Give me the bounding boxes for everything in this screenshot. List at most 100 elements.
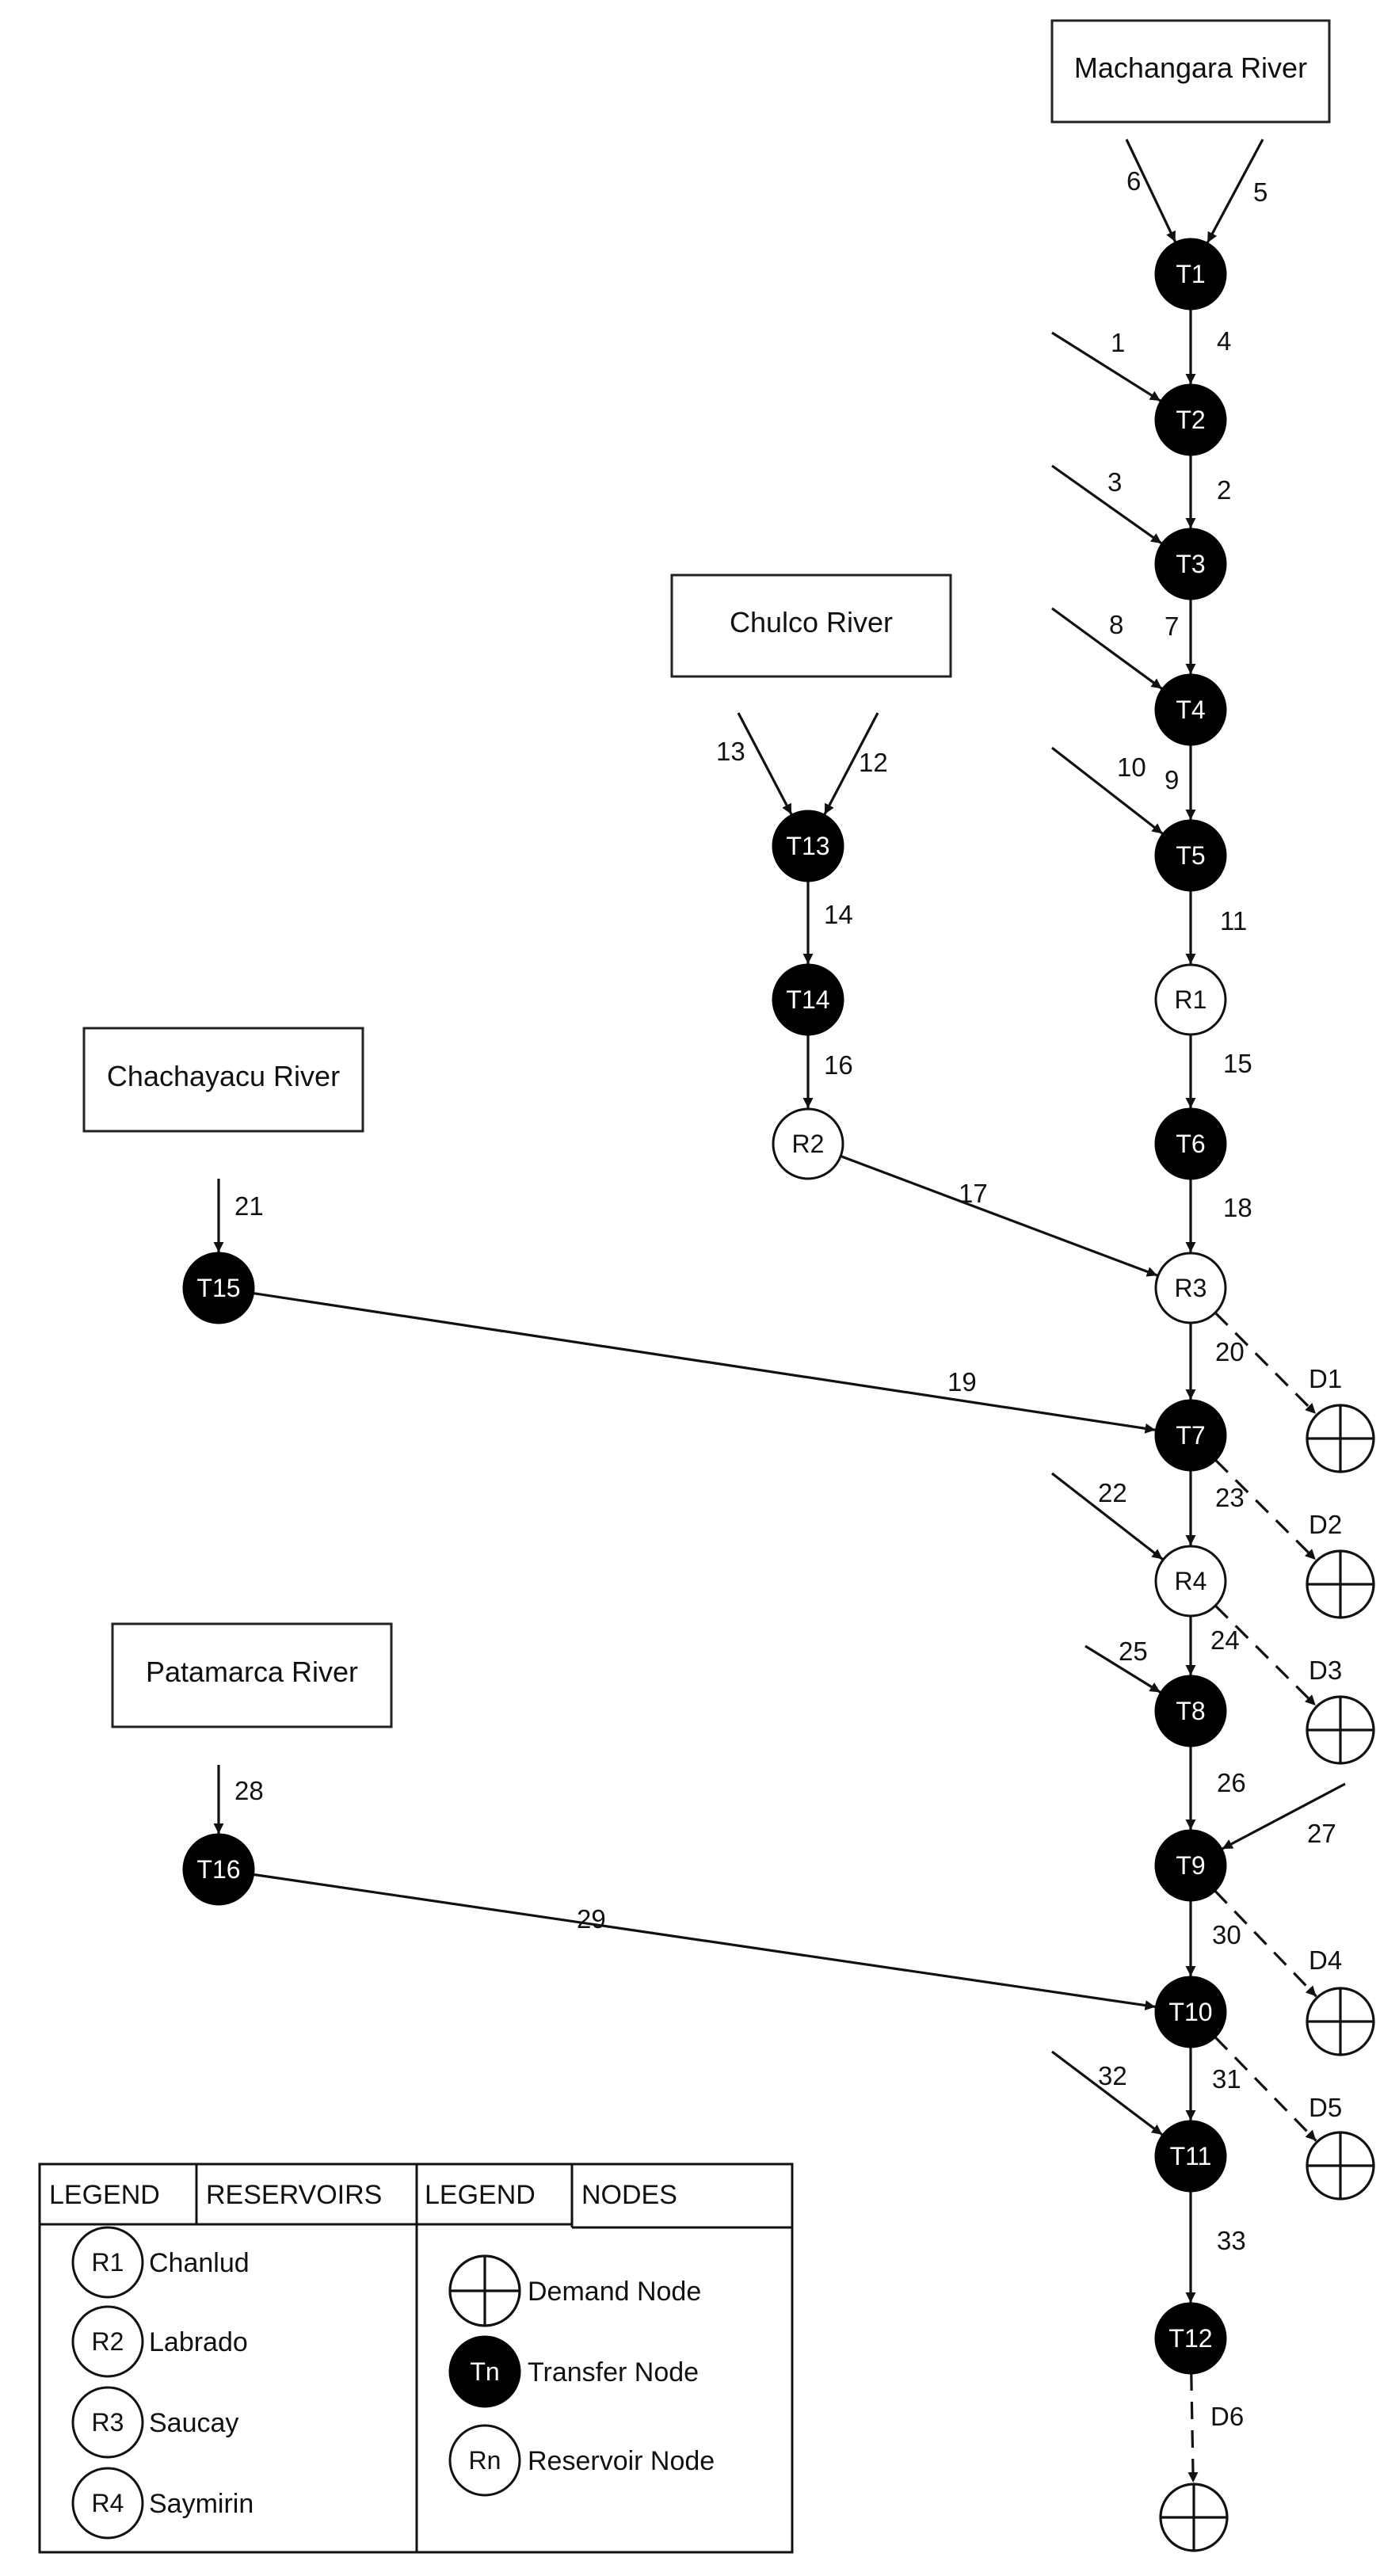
river-patamarca: Patamarca River bbox=[111, 1622, 393, 1728]
link-8 bbox=[1051, 607, 1163, 690]
legend-reservoir-symbol-label: R1 bbox=[92, 2248, 124, 2277]
demand-node-D2 bbox=[1306, 1549, 1375, 1619]
node-circle bbox=[1154, 1829, 1227, 1902]
node-label: T14 bbox=[786, 985, 829, 1014]
legend-header-nodes: NODES bbox=[581, 2180, 677, 2210]
node-label: T16 bbox=[196, 1855, 240, 1884]
node-circle bbox=[772, 810, 844, 882]
transfer-node-T8: T8 bbox=[1154, 1675, 1227, 1747]
link-13 bbox=[737, 712, 793, 815]
legend-reservoir-item: R1 Chanlud bbox=[71, 2226, 250, 2299]
transfer-node-T4: T4 bbox=[1154, 673, 1227, 746]
transfer-node-T12: T12 bbox=[1154, 2302, 1227, 2375]
legend-node-symbol bbox=[448, 2424, 521, 2497]
link-label-5: 5 bbox=[1253, 177, 1267, 207]
river-label: Patamarca River bbox=[146, 1656, 358, 1688]
link-label-2: 2 bbox=[1217, 475, 1231, 505]
demand-link-D1 bbox=[1214, 1312, 1317, 1415]
link-label-20: 20 bbox=[1215, 1337, 1245, 1366]
link-label-7: 7 bbox=[1165, 612, 1179, 641]
node-label: R4 bbox=[1175, 1567, 1207, 1595]
legend-reservoir-symbol bbox=[71, 2467, 144, 2540]
demand-node-D4 bbox=[1306, 1987, 1375, 2056]
node-label: R1 bbox=[1175, 985, 1207, 1014]
nodes-layer: T1T2T3T4T5R1T6R3T7R4T8T9T10T11T12T13T14R… bbox=[182, 238, 1227, 2375]
transfer-node-T11: T11 bbox=[1154, 2120, 1227, 2193]
link-label-14: 14 bbox=[824, 900, 853, 929]
link-1 bbox=[1051, 331, 1161, 402]
node-label: T3 bbox=[1176, 550, 1205, 578]
demand-link-D5 bbox=[1214, 2036, 1317, 2142]
link-label-1: 1 bbox=[1111, 328, 1125, 357]
transfer-node-T16: T16 bbox=[182, 1833, 255, 1906]
link-label-18: 18 bbox=[1223, 1193, 1252, 1222]
node-circle bbox=[1154, 528, 1227, 600]
node-label: T1 bbox=[1176, 260, 1205, 288]
demand-label-D5: D5 bbox=[1309, 2093, 1342, 2122]
demand-link-D6 bbox=[1187, 2372, 1199, 2483]
river-label: Chachayacu River bbox=[107, 1060, 340, 1092]
link-label-27: 27 bbox=[1307, 1819, 1336, 1848]
node-circle bbox=[1154, 819, 1227, 892]
reservoir-node-R1: R1 bbox=[1154, 963, 1227, 1036]
demand-link-D4 bbox=[1214, 1889, 1317, 1998]
link-label-22: 22 bbox=[1098, 1478, 1127, 1507]
transfer-node-T5: T5 bbox=[1154, 819, 1227, 892]
river-label: Chulco River bbox=[730, 606, 893, 638]
link-label-11: 11 bbox=[1220, 906, 1247, 936]
demand-label-D2: D2 bbox=[1309, 1510, 1342, 1539]
legend-node-type-name: Demand Node bbox=[528, 2277, 701, 2307]
link-label-33: 33 bbox=[1217, 2226, 1246, 2255]
node-circle bbox=[1154, 238, 1227, 311]
node-circle bbox=[772, 963, 844, 1036]
legend-reservoir-name: Saucay bbox=[149, 2408, 238, 2438]
node-label: T7 bbox=[1176, 1421, 1205, 1450]
link-label-10: 10 bbox=[1117, 753, 1146, 782]
river-box bbox=[1050, 19, 1331, 124]
node-circle bbox=[1154, 1976, 1227, 2048]
legend-reservoir-symbol-label: R4 bbox=[92, 2489, 124, 2517]
legend-reservoir-symbol bbox=[71, 2226, 144, 2299]
node-circle bbox=[1154, 673, 1227, 746]
link-label-3: 3 bbox=[1107, 467, 1122, 497]
node-label: T4 bbox=[1176, 695, 1205, 724]
legend-node-symbol-label: Tn bbox=[470, 2357, 499, 2386]
transfer-node-T6: T6 bbox=[1154, 1107, 1227, 1180]
river-box bbox=[82, 1027, 364, 1133]
link-25 bbox=[1085, 1644, 1161, 1694]
node-label: R2 bbox=[792, 1130, 825, 1158]
edges-layer bbox=[213, 139, 1346, 2483]
node-circle bbox=[1154, 1107, 1227, 1180]
demand-link-D3 bbox=[1214, 1604, 1317, 1707]
legend-reservoir-name: Chanlud bbox=[149, 2248, 250, 2278]
node-circle bbox=[182, 1252, 255, 1324]
link-label-19: 19 bbox=[947, 1367, 977, 1397]
node-label: T2 bbox=[1176, 406, 1205, 434]
transfer-node-T14: T14 bbox=[772, 963, 844, 1036]
link-6 bbox=[1125, 139, 1177, 243]
legend-demand-symbol bbox=[448, 2254, 521, 2327]
node-label: T13 bbox=[786, 832, 829, 860]
transfer-node-T13: T13 bbox=[772, 810, 844, 882]
link-label-21: 21 bbox=[234, 1191, 264, 1221]
link-label-28: 28 bbox=[234, 1776, 264, 1805]
link-32 bbox=[1051, 2050, 1164, 2136]
demand-node-D1 bbox=[1306, 1404, 1375, 1473]
node-circle bbox=[1154, 383, 1227, 456]
node-label: R3 bbox=[1175, 1274, 1207, 1302]
legend-node-type-name: Transfer Node bbox=[528, 2357, 699, 2387]
node-label: T10 bbox=[1168, 1998, 1212, 2026]
legend-node-symbol-label: Rn bbox=[469, 2446, 501, 2475]
link-label-24: 24 bbox=[1210, 1625, 1240, 1655]
demand-label-D3: D3 bbox=[1309, 1656, 1342, 1685]
link-5 bbox=[1206, 139, 1264, 244]
node-circle bbox=[1154, 2120, 1227, 2193]
transfer-node-T15: T15 bbox=[182, 1252, 255, 1324]
demand-label-D6: D6 bbox=[1210, 2402, 1244, 2431]
